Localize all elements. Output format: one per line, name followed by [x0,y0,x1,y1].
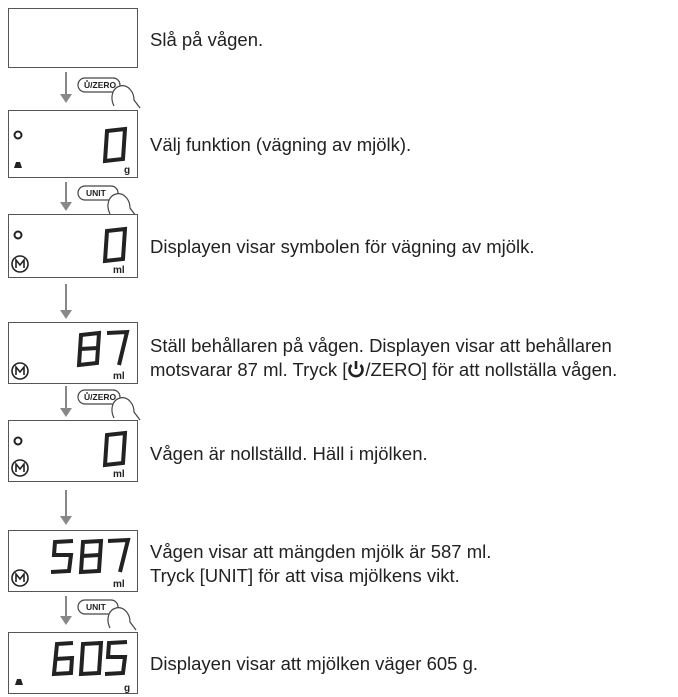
seg-digit-0 [102,226,128,264]
step1-text: Slå på vågen. [150,29,264,50]
indicator-dot-icon [13,230,23,240]
step5-text: Vågen är nollställd. Häll i mjölken. [150,443,428,464]
zero-button-label-2: Ů/ZERO [84,391,117,402]
finger-press-icon [111,85,141,109]
down-arrow-3 [60,284,72,319]
lcd-display-step2: g [8,110,138,178]
step6-text-line2: Tryck [UNIT] för att visa mjölkens vikt. [150,565,460,586]
unit-button-label-2: UNIT [86,602,107,612]
unit-label-step2: g [124,165,130,176]
power-icon [348,361,365,378]
unit-label-step6: ml [113,579,125,590]
lcd-display-step4: ml [8,322,138,384]
indicator-dot-icon [13,130,23,140]
finger-press-icon [107,193,137,217]
zero-button-label-1: Ů/ZERO [84,79,117,90]
seg-digits-605 [51,640,128,677]
down-arrow-1 [60,72,72,103]
step7-text: Displayen visar att mjölken väger 605 g. [150,653,479,674]
unit-label-step7: g [124,683,130,694]
milk-icon [11,459,29,477]
down-arrow-6 [60,596,72,625]
down-arrow-2 [60,182,72,211]
unit-label-step5: ml [113,469,125,480]
step4-text-line1: Ställ behållaren på vågen. Displayen vis… [150,335,612,356]
zero-button-2[interactable]: Ů/ZERO [76,384,146,422]
down-arrow-5 [60,490,72,525]
seg-digit-0 [102,126,128,164]
step2-text: Välj funktion (vägning av mjölk). [150,134,412,155]
unit-label-step3: ml [113,265,125,276]
seg-digit-0 [102,430,128,468]
weight-icon [14,162,22,168]
step4-text-part-b: /ZERO] för att nollställa vågen. [365,359,618,380]
weight-icon [15,679,23,685]
milk-icon [11,362,29,380]
lcd-display-step3: ml [8,214,138,278]
lcd-display-step1 [8,8,138,68]
lcd-display-step5: ml [8,420,138,482]
finger-press-icon [111,397,141,421]
down-arrow-4 [60,386,72,417]
zero-button-1[interactable]: Ů/ZERO [76,72,146,110]
unit-button-label-1: UNIT [86,188,107,198]
milk-icon [11,255,29,273]
seg-digits-587 [50,537,131,575]
step4-text-part-a: motsvarar 87 ml. Tryck [ [150,359,348,380]
seg-digits-87 [76,329,130,368]
finger-press-icon [107,607,137,631]
unit-button-2[interactable]: UNIT [76,594,146,632]
indicator-dot-icon [13,436,23,446]
step3-text: Displayen visar symbolen för vägning av … [150,236,535,257]
lcd-display-step7: g [8,632,138,694]
step4-text-line2: motsvarar 87 ml. Tryck [ /ZERO] för att n… [150,358,617,382]
unit-label-step4: ml [113,371,125,382]
lcd-display-step6: ml [8,530,138,592]
step6-text-line1: Vågen visar att mängden mjölk är 587 ml. [150,541,492,562]
unit-button-1[interactable]: UNIT [76,180,146,218]
milk-icon [11,569,29,587]
